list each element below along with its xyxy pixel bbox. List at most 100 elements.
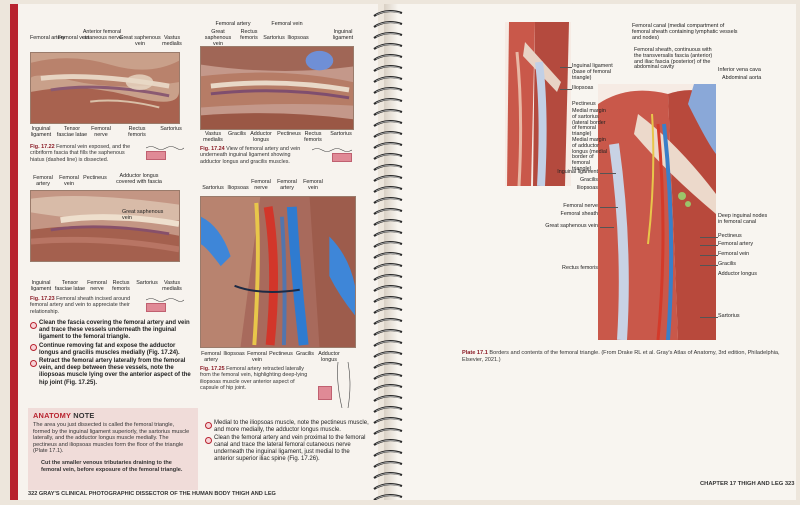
step-item: Clean the fascia covering the femoral ar… — [30, 320, 195, 342]
spiral-coil-highlight — [375, 110, 401, 115]
fig23-swatch — [146, 303, 166, 312]
spiral-coil-highlight — [375, 165, 401, 170]
fig24-swatch — [332, 153, 352, 162]
fig24-num: Fig. 17.24 — [200, 146, 225, 152]
spiral-coil-highlight — [375, 187, 401, 192]
spiral-coil-highlight — [375, 253, 401, 258]
fig22-label-vastus-medialis: Vastus medialis — [162, 35, 182, 47]
leader-line — [560, 67, 572, 68]
right-footer: CHAPTER 17 THIGH AND LEG 323 — [700, 481, 795, 487]
anatomy-note-extra-step: Cut the smaller venous tributaries drain… — [41, 459, 183, 473]
plate-label-medial-margin-adductor: Medial margin of adductor longus (medial… — [572, 137, 608, 172]
fig24-wave-icon — [312, 148, 352, 152]
fig24-label-femoral-vein: Femoral vein — [271, 21, 303, 27]
fig25-label-pectineus: Pectineus — [269, 351, 293, 357]
plate-label-great-saphenous-vein: Great saphenous vein — [545, 223, 598, 229]
spiral-coil-highlight — [375, 429, 401, 434]
fig24-label-rectus-femoris-bottom: Rectus femoris — [304, 131, 322, 143]
spiral-coil-highlight — [375, 495, 401, 500]
fig23-label-tensor-fasciae-latae: Tensor fasciae latae — [54, 280, 86, 292]
spiral-coil-highlight — [375, 275, 401, 280]
fig25-num: Fig. 17.25 — [200, 366, 225, 372]
fig23-label-inguinal-ligament: Inguinal ligament — [30, 280, 52, 292]
plate-label-femoral-nerve: Femoral nerve — [563, 203, 598, 209]
spiral-coil-highlight — [375, 341, 401, 346]
fig23-label-adductor-longus: Adductor longus covered with fascia — [116, 173, 162, 185]
fig23-label-great-saphenous-vein: Great saphenous vein — [122, 209, 164, 221]
plate-label-iliopsoas: Iliopsoas — [572, 85, 594, 91]
fig22-label-rectus-femoris: Rectus femoris — [128, 126, 146, 138]
fig22-label-femoral-vein: Femoral vein — [58, 35, 90, 41]
spiral-coil-highlight — [375, 308, 401, 313]
leader-line — [700, 265, 718, 266]
spiral-coil-highlight — [375, 396, 401, 401]
fig25-label-iliopsoas-bottom: Iliopsoas — [223, 351, 245, 357]
fig24-label-femoral-artery: Femoral artery — [215, 21, 251, 27]
spiral-coil-highlight — [375, 154, 401, 159]
spiral-coil-highlight — [375, 484, 401, 489]
anatomy-note-title: ANATOMY NOTE — [33, 411, 95, 420]
fig22-caption: Fig. 17.22 Femoral vein exposed, and the… — [30, 144, 131, 163]
spiral-coil-highlight — [375, 440, 401, 445]
spiral-coil-highlight — [375, 286, 401, 291]
right-page — [398, 4, 796, 500]
spiral-coil-highlight — [375, 121, 401, 126]
spiral-coil-highlight — [375, 209, 401, 214]
plate-label-femoral-sheath: Femoral sheath — [560, 211, 598, 217]
leader-line — [700, 245, 718, 246]
fig25-label-iliopsoas-top: Iliopsoas — [227, 185, 249, 191]
fig25-label-femoral-vein-bottom: Femoral vein — [247, 351, 267, 363]
plate-label-inguinal-ligament-base: Inguinal ligament (base of femoral trian… — [572, 63, 613, 81]
spiral-coil-highlight — [375, 330, 401, 335]
spiral-coil-highlight — [375, 44, 401, 49]
plate-label-gracilis-right: Gracilis — [718, 261, 736, 267]
spiral-coil-highlight — [375, 407, 401, 412]
spiral-coil-highlight — [375, 220, 401, 225]
leader-line — [700, 237, 718, 238]
plate-label-pectineus-right: Pectineus — [718, 233, 742, 239]
fig25-label-femoral-vein-top: Femoral vein — [303, 179, 323, 191]
fig22-label-sartorius: Sartorius — [160, 126, 182, 132]
spiral-coil-highlight — [375, 363, 401, 368]
spiral-coil-highlight — [375, 198, 401, 203]
plate-label-femoral-artery: Femoral artery — [718, 241, 754, 247]
spiral-binding — [372, 4, 406, 501]
fig22-num: Fig. 17.22 — [30, 144, 55, 150]
anatomy-note-text: The area you just dissected is called th… — [33, 422, 190, 455]
fig22-label-anterior-femoral-cutaneous-nerve: Anterior femoral cutaneous nerve — [82, 29, 122, 41]
fig23-label-vastus-medialis: Vastus medialis — [162, 280, 182, 292]
spiral-coil-highlight — [375, 264, 401, 269]
fig24-caption: Fig. 17.24 View of femoral artery and ve… — [200, 146, 301, 165]
spiral-coil-highlight — [375, 319, 401, 324]
plate-label-abdominal-aorta: Abdominal aorta — [722, 75, 762, 81]
fig23-label-sartorius: Sartorius — [136, 280, 158, 286]
plate-label-rectus-femoris: Rectus femoris — [562, 265, 598, 271]
fig24-label-iliopsoas: Iliopsoas — [287, 35, 309, 41]
plate-label-sartorius: Sartorius — [718, 313, 740, 319]
leader-line — [560, 89, 572, 90]
plate-label-inguinal-ligament: Inguinal ligament — [557, 169, 598, 175]
spiral-coil-highlight — [375, 143, 401, 148]
spiral-coil-highlight — [375, 99, 401, 104]
figure-17-23-photo — [30, 190, 180, 262]
plate-label-inferior-vena-cava: Inferior vena cava — [718, 67, 761, 73]
dissection-steps-list: Clean the fascia covering the femoral ar… — [30, 320, 195, 388]
leader-line — [700, 317, 718, 318]
fig24-label-adductor-longus: Adductor longus — [250, 131, 272, 143]
spiral-coil-highlight — [375, 451, 401, 456]
figure-17-25-photo — [200, 196, 356, 348]
plate-label-medial-margin-sartorius: Medial margin of sartorius (lateral bord… — [572, 108, 606, 138]
spiral-coil-highlight — [375, 33, 401, 38]
fig25-swatch — [318, 386, 332, 400]
leader-line — [700, 255, 718, 256]
spiral-coil-highlight — [375, 242, 401, 247]
spiral-coil-highlight — [375, 22, 401, 27]
plate-inset-illustration — [505, 22, 571, 186]
plate-label-adductor-longus: Adductor longus — [718, 271, 757, 277]
spiral-coil-highlight — [375, 473, 401, 478]
fig23-label-pectineus: Pectineus — [83, 175, 107, 181]
plate-main-illustration — [598, 84, 716, 340]
fig23-label-rectus-femoris: Rectus femoris — [112, 280, 130, 292]
fig23-caption: Fig. 17.23 Femoral sheath incised around… — [30, 296, 131, 315]
spiral-coil-highlight — [375, 418, 401, 423]
